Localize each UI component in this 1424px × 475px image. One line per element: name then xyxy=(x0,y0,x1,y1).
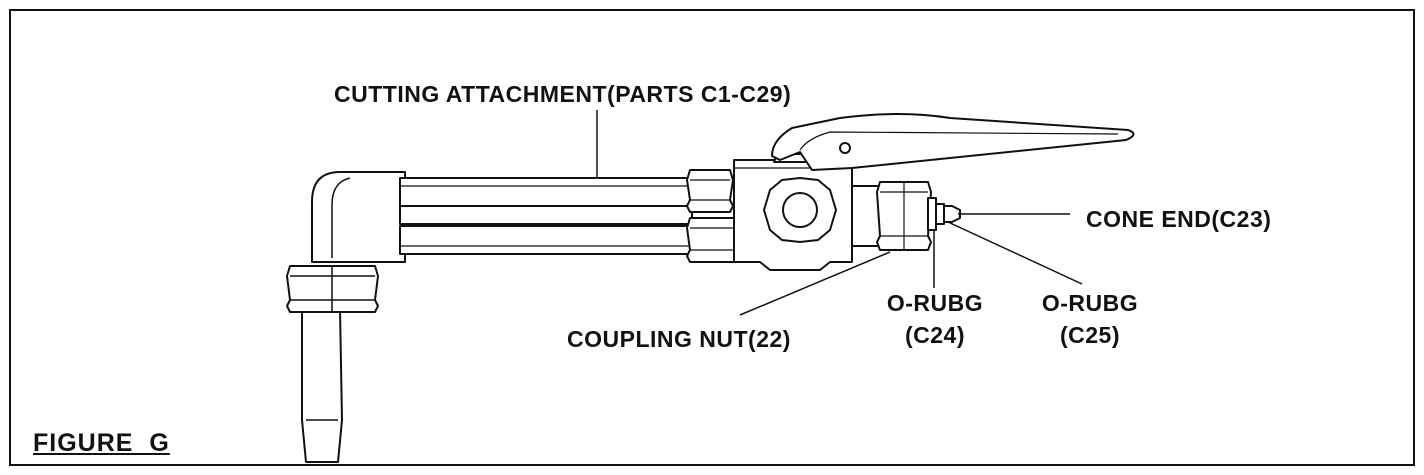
coupling-nut xyxy=(686,217,738,263)
figure-frame xyxy=(9,9,1415,466)
o-ring-c25 xyxy=(935,203,945,225)
lever-pivot xyxy=(839,142,851,154)
cutting-tip xyxy=(301,309,343,463)
label-o-ring-c24: O-RUBG (C24) xyxy=(876,290,994,348)
o-ring-c25-part: (C25) xyxy=(1059,322,1120,348)
cutting-lever xyxy=(771,113,1135,171)
o-ring-c24-part: (C24) xyxy=(904,322,965,348)
preheat-tube-lower xyxy=(399,225,693,255)
o-ring-c25-name: O-RUBG xyxy=(1041,290,1139,316)
label-o-ring-c25: O-RUBG (C25) xyxy=(1031,290,1149,348)
cutting-head xyxy=(311,171,406,263)
o-ring-c24 xyxy=(927,197,937,231)
figure-title: FIGURE G xyxy=(33,429,170,457)
leader-o-ring-c25 xyxy=(947,221,1083,285)
o-ring-c24-name: O-RUBG xyxy=(886,290,984,316)
upper-hex-nut xyxy=(686,169,734,213)
cone-end xyxy=(943,205,961,223)
label-cutting-attachment: CUTTING ATTACHMENT(PARTS C1-C29) xyxy=(334,81,792,107)
oxygen-tube xyxy=(399,177,693,207)
label-cone-end: CONE END(C23) xyxy=(1086,206,1272,232)
leader-coupling-nut xyxy=(739,251,891,316)
label-coupling-nut: COUPLING NUT(22) xyxy=(567,326,791,352)
preheat-tube-upper xyxy=(399,205,693,225)
